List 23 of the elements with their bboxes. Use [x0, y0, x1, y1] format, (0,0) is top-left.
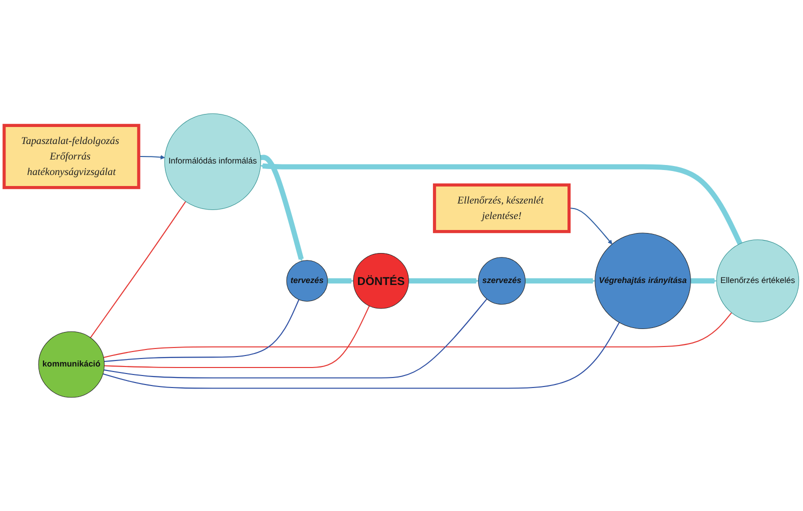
arrow	[525, 278, 596, 284]
arrow	[327, 278, 354, 284]
node-circle: Informálódás informálás	[164, 113, 261, 210]
connector	[102, 322, 620, 389]
connector	[103, 312, 732, 358]
node-box: Ellenőrzés, készenlét jelentése!	[432, 183, 571, 234]
arrow	[260, 163, 742, 245]
arrow	[260, 154, 304, 262]
arrow	[569, 208, 612, 244]
arrow	[138, 155, 165, 160]
connector	[104, 306, 370, 368]
node-circle: Végrehajtás irányítása	[594, 232, 691, 329]
arrow	[690, 278, 717, 284]
node-box: Tapasztalat-feldolgozás Erőforrás hatékonyságvizsgálat	[2, 124, 140, 190]
node-circle: szervezés	[478, 257, 526, 305]
connector	[104, 299, 300, 362]
node-circle: kommunikáció	[38, 331, 105, 398]
arrow	[408, 278, 479, 284]
connector	[104, 298, 488, 378]
connector	[90, 201, 186, 338]
node-circle: DÖNTÉS	[353, 253, 409, 309]
node-circle: tervezés	[286, 260, 328, 302]
node-circle: Ellenőrzés értékelés	[716, 239, 800, 322]
